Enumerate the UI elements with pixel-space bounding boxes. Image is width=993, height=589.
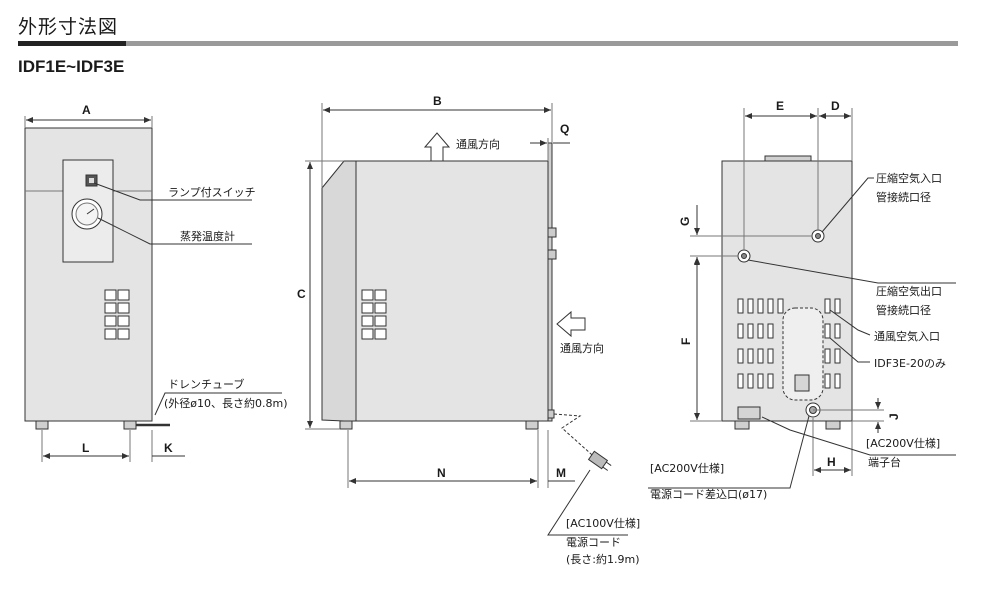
rear-vents [737,298,841,389]
label-air-in-conn: 管接続口径 [876,190,931,204]
dim-g: G [678,217,692,226]
rear-foot-right [825,420,841,430]
rear-view [648,108,956,489]
dim-h: H [827,455,836,469]
dim-q: Q [560,122,569,136]
label-airflow-top: 通風方向 [456,137,500,151]
heading-rule [18,41,958,46]
dim-d: D [831,99,840,113]
idf3e-panel [782,307,824,401]
dim-m: M [556,466,566,480]
side-view [305,103,628,536]
side-cabinet [355,160,549,422]
label-lamp-switch: ランプ付スイッチ [168,186,256,199]
label-ac200-terminal-spec: [AC200V仕様] [866,436,940,450]
side-front-bezel [321,160,357,422]
dim-l: L [82,441,89,455]
label-airflow-side: 通風方向 [560,341,604,355]
dim-c: C [297,287,306,301]
label-ac100-spec: [AC100V仕様] [566,516,640,530]
label-power-inlet: 電源コード差込口(ø17) [650,487,767,501]
model-title: IDF1E~IDF3E [18,57,125,76]
label-ac200-inlet-spec: [AC200V仕様] [650,461,724,475]
rear-labels: E D G F H J 圧縮空気入口 管接続口径 圧縮空気出口 管接続口径 通風… [650,99,946,501]
front-foot-left [35,420,49,430]
side-foot-right [525,420,539,430]
airflow-left-arrow [556,310,586,338]
terminal-block [737,406,761,420]
label-idf3e-only: IDF3E-20のみ [874,357,946,370]
front-grille [104,289,130,340]
label-air-out-conn: 管接続口径 [876,303,931,317]
rear-foot-left [734,420,750,430]
front-foot-right [123,420,137,430]
label-power-cord-length: (長さ:約1.9m) [566,552,640,566]
power-plug [587,450,612,471]
side-foot-left [339,420,353,430]
dim-b: B [433,94,442,108]
side-labels: B Q C N M 通風方向 通風方向 [AC100V仕様] 電源コード (長さ… [297,94,640,566]
power-cord-line [553,413,601,463]
page-heading: 外形寸法図 [18,16,119,38]
label-air-out: 圧縮空気出口 [876,284,942,298]
dim-j: J [887,413,901,420]
label-terminal-block: 端子台 [868,455,901,469]
dim-k: K [164,441,173,455]
dim-e: E [776,99,784,113]
airflow-up-arrow [423,132,451,162]
front-view [24,116,282,462]
dim-f: F [679,338,693,345]
side-port-lower [547,249,557,260]
label-air-in: 圧縮空気入口 [876,171,942,185]
label-drain-tube-spec: (外径ø10、長さ約0.8m) [164,396,288,410]
label-vent-in: 通風空気入口 [874,329,940,343]
dim-n: N [437,466,446,480]
label-evap-gauge: 蒸発温度計 [180,229,235,243]
dim-a: A [82,103,91,117]
heading-rule-accent [18,41,126,46]
front-labels: A L K ランプ付スイッチ 蒸発温度計 ドレンチューブ (外径ø10、長さ約0… [82,103,288,455]
side-grille [361,289,387,340]
side-port-upper [547,227,557,238]
label-power-cord: 電源コード [566,535,621,549]
label-drain-tube: ドレンチューブ [168,377,244,391]
